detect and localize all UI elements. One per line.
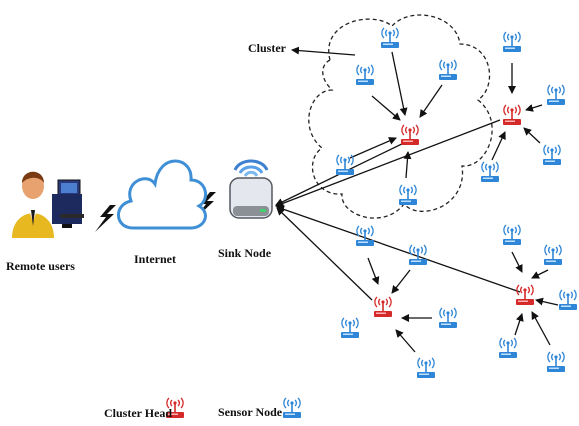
sensor-node-icon (340, 317, 360, 339)
sensor-node-icon (355, 64, 375, 86)
remote-users-label: Remote users (6, 259, 75, 273)
sensor-node-icon (438, 59, 458, 81)
legend-sensor-node-label: Sensor Node (218, 405, 283, 419)
sensor-arrows (349, 51, 559, 353)
cluster-head-icon (400, 124, 420, 146)
internet-label: Internet (134, 252, 176, 266)
link-arrow (275, 119, 501, 208)
link-arrow (276, 207, 373, 301)
sensor-node-icon (438, 307, 458, 329)
sink-node-label: Sink Node (218, 246, 272, 260)
cluster-head-icon (373, 296, 393, 318)
cluster-pointer-arrow (291, 46, 356, 56)
cluster-head-icon (515, 284, 535, 306)
sensor-node-icon (498, 337, 518, 359)
lightning-icon (95, 205, 116, 232)
sensor-node-icon (502, 224, 522, 246)
cloud-icon (117, 159, 208, 230)
cluster-head-icon (502, 104, 522, 126)
wireless-router-icon (229, 159, 273, 219)
sensor-node-icon (408, 244, 428, 266)
sensor-node-icon (480, 161, 500, 183)
cluster-label: Cluster (248, 41, 286, 55)
sensor-node-icon (416, 357, 436, 379)
sensor-node-icon (355, 225, 375, 247)
sensor-node-icon (546, 84, 566, 106)
remote-user-icon (12, 171, 84, 238)
sensor-node-icon (398, 184, 418, 206)
sensor-node-icon (543, 244, 563, 266)
link-arrow (276, 205, 521, 293)
legend-cluster-head-label: Cluster Head (104, 406, 173, 420)
legend-sensor-node-icon (282, 397, 302, 419)
sensor-node-icon (542, 144, 562, 166)
sensor-node-icon (502, 31, 522, 53)
sensor-node-icon (380, 27, 400, 49)
sensor-node-icon (558, 289, 578, 311)
sensor-node-icon (546, 351, 566, 373)
